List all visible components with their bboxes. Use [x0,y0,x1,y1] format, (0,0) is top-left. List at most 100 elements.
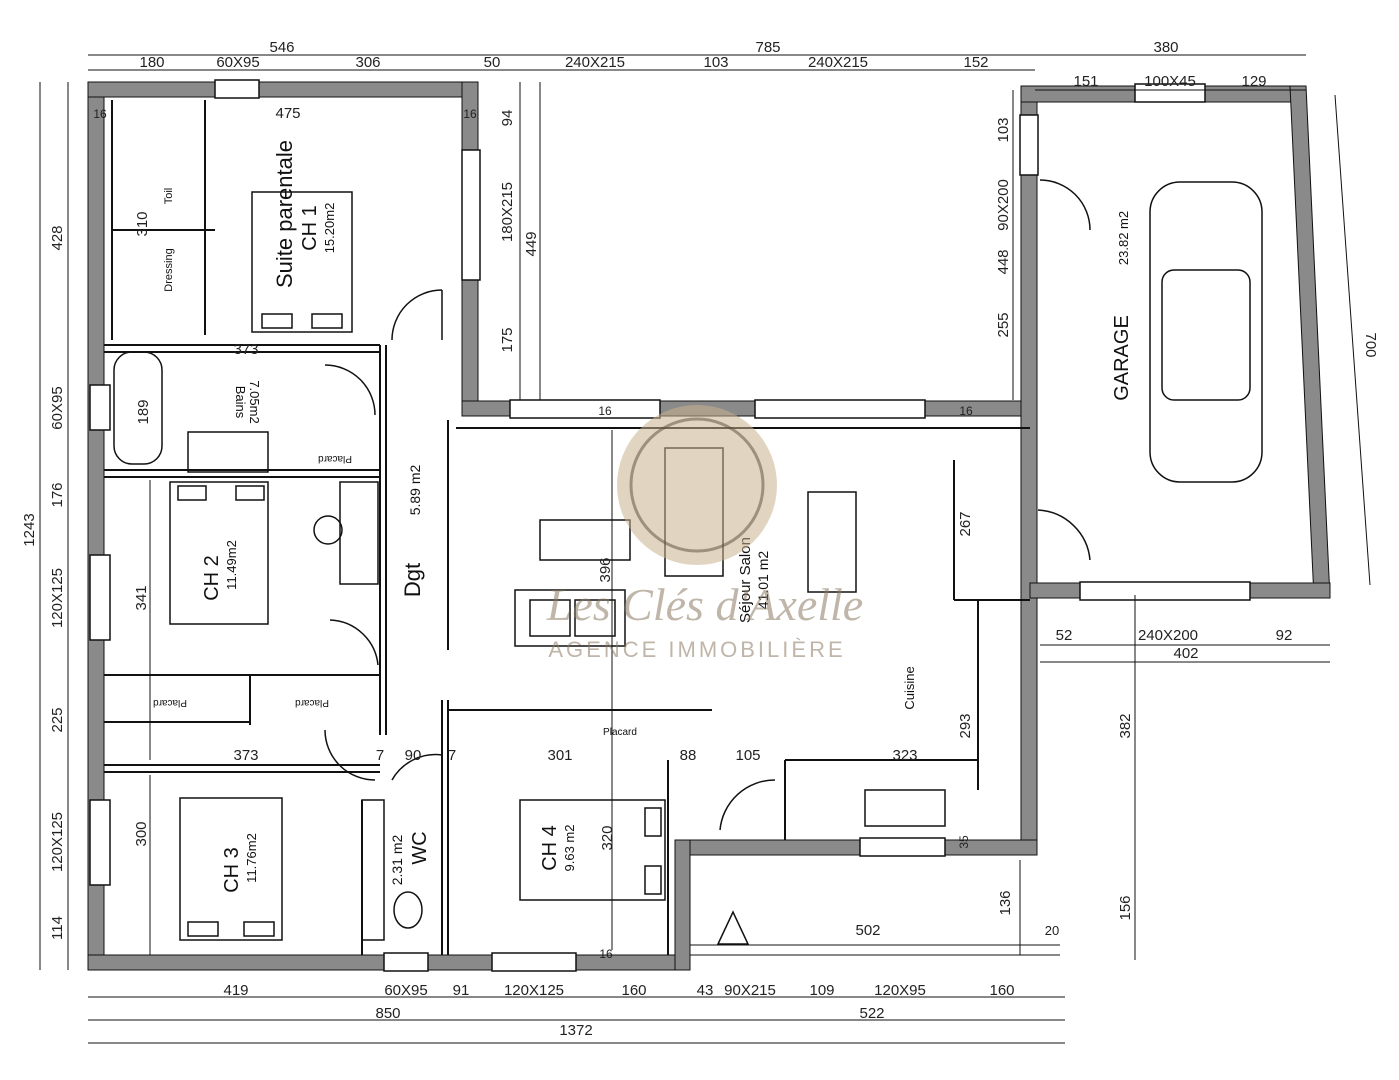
dim-255: 255 [995,312,1012,337]
dims-left: 428 60X95 176 120X125 225 120X125 114 12… [21,225,66,939]
dim-502: 502 [855,922,880,939]
dim-bot-850: 850 [375,1005,400,1022]
dim-garage-151: 151 [1073,73,1098,90]
furniture [113,181,1263,945]
room-ch1-name: Suite parentale [272,140,297,288]
dim-bot-109: 109 [809,982,834,999]
dim-bot-419: 419 [223,982,248,999]
dim-136: 136 [997,890,1014,915]
dim-bot-43: 43 [697,982,714,999]
dim-top-785: 785 [755,39,780,56]
room-dgt-area: 5.89 m2 [407,464,423,515]
dim-top-306: 306 [355,54,380,71]
dims-top: 546 785 380 180 60X95 306 50 240X215 103… [139,39,1266,122]
dim-bot-1372: 1372 [559,1022,592,1039]
dim-323: 323 [892,747,917,764]
dims-right: 700 52 240X200 92 402 382 156 136 502 20… [855,332,1379,939]
dim-garage-129: 129 [1241,73,1266,90]
dim-garage-100x45: 100X45 [1144,73,1196,90]
dims-inner: 373 189 341 373 300 310 7 90 7 301 88 10… [93,107,974,961]
closet-label-bains: Placard [318,453,352,464]
dim-top-60x95: 60X95 [216,54,259,71]
doors [324,179,1091,831]
dim-373-a: 373 [233,341,258,358]
dim-16-b: 16 [463,107,477,121]
dim-bot-90x215: 90X215 [724,982,776,999]
room-garage-name: GARAGE [1111,315,1133,401]
dim-top-240x215-b: 240X215 [808,54,868,71]
room-ch4-name: CH 4 [539,825,561,871]
dim-16-c: 16 [598,404,612,418]
dim-bot-120x125: 120X125 [504,982,564,999]
dim-382: 382 [1117,713,1134,738]
dim-293: 293 [957,713,974,738]
dim-105: 105 [735,747,760,764]
dim-bot-91: 91 [453,982,470,999]
dim-7-a: 7 [376,747,384,764]
room-bains-name: Bains [233,386,248,419]
dim-bot-160-b: 160 [989,982,1014,999]
dim-300: 300 [133,821,150,846]
room-toilet: Toil [163,188,175,205]
dim-700: 700 [1362,332,1379,357]
dim-156: 156 [1117,895,1134,920]
windows [89,79,1251,972]
room-sejour-name: Séjour Salon [737,537,754,623]
room-ch1-sub: CH 1 [299,205,321,251]
dim-189: 189 [135,399,152,424]
dim-341: 341 [133,585,150,610]
dim-448: 448 [995,249,1012,274]
dimension-lines [39,54,1371,1044]
dim-top-546: 546 [269,39,294,56]
dim-267: 267 [957,511,974,536]
room-wc-name: WC [409,831,431,864]
dim-16-a: 16 [93,107,107,121]
room-garage-area: 23.82 m2 [1116,211,1131,265]
dim-bot-522: 522 [859,1005,884,1022]
watermark-brand: Les Clés d'Axelle [546,579,863,630]
room-labels: Suite parentale CH 1 15.20m2 Toil Dressi… [153,140,1133,893]
dim-left-120x125-a: 120X125 [49,568,66,628]
dim-35: 35 [957,835,971,849]
dim-449: 449 [523,231,540,256]
dim-320: 320 [599,825,616,850]
dim-bot-160-a: 160 [621,982,646,999]
dim-top-240x215-a: 240X215 [565,54,625,71]
dim-180x215: 180X215 [499,182,516,242]
dim-left-120x125-b: 120X125 [49,812,66,872]
dim-7-b: 7 [448,747,456,764]
closet-label-ch2-a: Placard [153,697,187,708]
room-sejour-area: 41.01 m2 [755,551,771,610]
dim-52: 52 [1056,627,1073,644]
dim-16-d: 16 [959,404,973,418]
room-ch1-area: 15.20m2 [322,203,337,254]
dim-402: 402 [1173,645,1198,662]
dim-left-225: 225 [49,707,66,732]
dim-301: 301 [547,747,572,764]
dim-90: 90 [405,747,422,764]
room-ch2-name: CH 2 [201,555,223,601]
dims-bottom: 419 60X95 91 120X125 160 43 90X215 109 1… [223,982,1014,1039]
room-ch3-area: 11.76m2 [244,833,259,883]
dim-175: 175 [499,327,516,352]
dim-left-176: 176 [49,482,66,507]
room-ch3-name: CH 3 [221,847,243,893]
dim-left-60x95: 60X95 [49,386,66,429]
watermark-subtitle: AGENCE IMMOBILIÈRE [548,637,845,662]
dim-bot-60x95: 60X95 [384,982,427,999]
dim-top-152: 152 [963,54,988,71]
dim-top-380: 380 [1153,39,1178,56]
dim-bot-120x95: 120X95 [874,982,926,999]
closet-label-ch2-b: Placard [295,697,329,708]
dim-88: 88 [680,747,697,764]
dim-left-114: 114 [49,916,66,940]
room-dgt-name: Dgt [400,563,425,597]
room-dressing: Dressing [163,248,175,291]
dims-patio: 94 180X215 449 175 103 90X200 448 255 [499,110,1012,353]
dim-16-e: 16 [599,947,613,961]
dim-left-428: 428 [49,225,66,250]
room-cuisine: Cuisine [902,666,917,709]
agency-watermark: Les Clés d'Axelle AGENCE IMMOBILIÈRE [546,405,863,662]
dim-inner-475: 475 [275,105,300,122]
